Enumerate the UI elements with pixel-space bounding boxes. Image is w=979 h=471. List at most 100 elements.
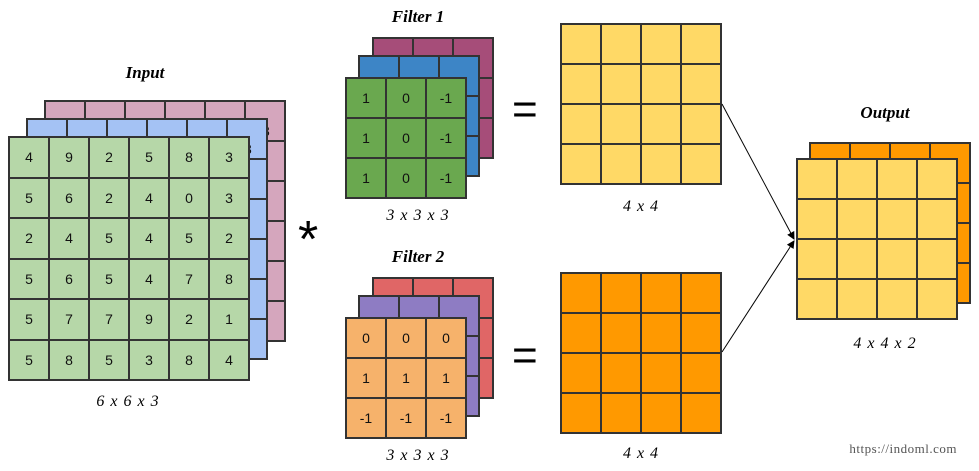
matrix-cell: 5: [89, 258, 129, 299]
matrix-cell: [681, 144, 721, 184]
matrix-cell: 9: [49, 137, 89, 178]
matrix-cell: [837, 199, 877, 239]
matrix-cell: 2: [89, 177, 129, 218]
matrix-cell: 1: [346, 118, 386, 158]
matrix-cell: -1: [426, 398, 466, 438]
matrix-cell: [877, 199, 917, 239]
filter2-dimension-label: 3 x 3 x 3: [386, 447, 450, 464]
matrix-cell: [601, 64, 641, 104]
matrix-cell: [681, 64, 721, 104]
matrix-cell: 1: [426, 358, 466, 398]
matrix-cell: [641, 64, 681, 104]
matrix-cell: [561, 64, 601, 104]
matrix-cell: [877, 159, 917, 199]
matrix-cell: [641, 144, 681, 184]
matrix-cell: [797, 159, 837, 199]
matrix-cell: [837, 159, 877, 199]
matrix-cell: 0: [346, 318, 386, 358]
matrix-cell: [561, 313, 601, 353]
matrix-cell: -1: [426, 118, 466, 158]
result2-dimension-label: 4 x 4: [622, 445, 660, 462]
matrix-cell: 8: [209, 258, 249, 299]
matrix-cell: 4: [9, 137, 49, 178]
matrix-cell: [561, 393, 601, 433]
matrix-cell: 5: [169, 218, 209, 259]
filter2-title: Filter 2: [391, 247, 445, 266]
matrix-cell: 5: [9, 339, 49, 380]
matrix-cell: [681, 313, 721, 353]
matrix-cell: 7: [49, 299, 89, 340]
matrix-cell: [601, 313, 641, 353]
result2-feature-map: [560, 272, 722, 434]
matrix-cell: 2: [9, 218, 49, 259]
matrix-cell: [917, 279, 957, 319]
matrix-cell: 1: [346, 358, 386, 398]
arrow-result1-to-output: [721, 103, 795, 240]
matrix-cell: 5: [89, 339, 129, 380]
matrix-cell: [601, 24, 641, 64]
matrix-cell: [561, 273, 601, 313]
output-title: Output: [860, 103, 910, 122]
matrix-cell: 5: [9, 299, 49, 340]
matrix-cell: 8: [169, 137, 209, 178]
matrix-cell: -1: [386, 398, 426, 438]
convolution-operator: *: [298, 211, 319, 269]
equals-sign-2: =: [512, 331, 538, 380]
matrix-cell: 8: [49, 339, 89, 380]
matrix-cell: 7: [169, 258, 209, 299]
matrix-cell: [681, 104, 721, 144]
matrix-cell: [877, 279, 917, 319]
matrix-cell: 1: [346, 78, 386, 118]
matrix-cell: 1: [386, 358, 426, 398]
filter1-dimension-label: 3 x 3 x 3: [386, 207, 450, 224]
matrix-cell: 4: [209, 339, 249, 380]
matrix-cell: -1: [346, 398, 386, 438]
result1-dimension-label: 4 x 4: [622, 198, 660, 215]
matrix-cell: 4: [49, 218, 89, 259]
matrix-cell: 4: [129, 218, 169, 259]
matrix-cell: 3: [129, 339, 169, 380]
matrix-cell: [681, 393, 721, 433]
matrix-cell: [641, 313, 681, 353]
matrix-cell: [681, 24, 721, 64]
matrix-cell: 1: [346, 158, 386, 198]
matrix-cell: [641, 393, 681, 433]
matrix-cell: [917, 239, 957, 279]
matrix-cell: [641, 273, 681, 313]
matrix-cell: 3: [209, 137, 249, 178]
matrix-cell: -1: [426, 158, 466, 198]
output-channel-1: [796, 158, 958, 320]
matrix-cell: [561, 144, 601, 184]
matrix-cell: [877, 239, 917, 279]
matrix-cell: [561, 24, 601, 64]
matrix-cell: 0: [386, 78, 426, 118]
matrix-cell: 0: [386, 158, 426, 198]
equals-sign-1: =: [512, 85, 538, 134]
matrix-cell: [837, 239, 877, 279]
matrix-cell: [641, 24, 681, 64]
matrix-cell: 6: [49, 258, 89, 299]
matrix-cell: 5: [9, 258, 49, 299]
matrix-cell: 9: [129, 299, 169, 340]
matrix-cell: [561, 104, 601, 144]
input-dimension-label: 6 x 6 x 3: [96, 393, 160, 410]
matrix-cell: 0: [386, 118, 426, 158]
matrix-cell: [561, 353, 601, 393]
matrix-cell: 5: [9, 177, 49, 218]
arrow-result2-to-output: [721, 240, 795, 353]
matrix-cell: [601, 104, 641, 144]
watermark-url: https://indoml.com: [849, 441, 957, 456]
matrix-cell: [837, 279, 877, 319]
matrix-cell: 0: [426, 318, 466, 358]
input-title: Input: [125, 63, 165, 82]
matrix-cell: [601, 273, 641, 313]
result1-feature-map: [560, 23, 722, 185]
matrix-cell: [797, 239, 837, 279]
matrix-cell: 2: [209, 218, 249, 259]
matrix-cell: [797, 199, 837, 239]
matrix-cell: 7: [89, 299, 129, 340]
